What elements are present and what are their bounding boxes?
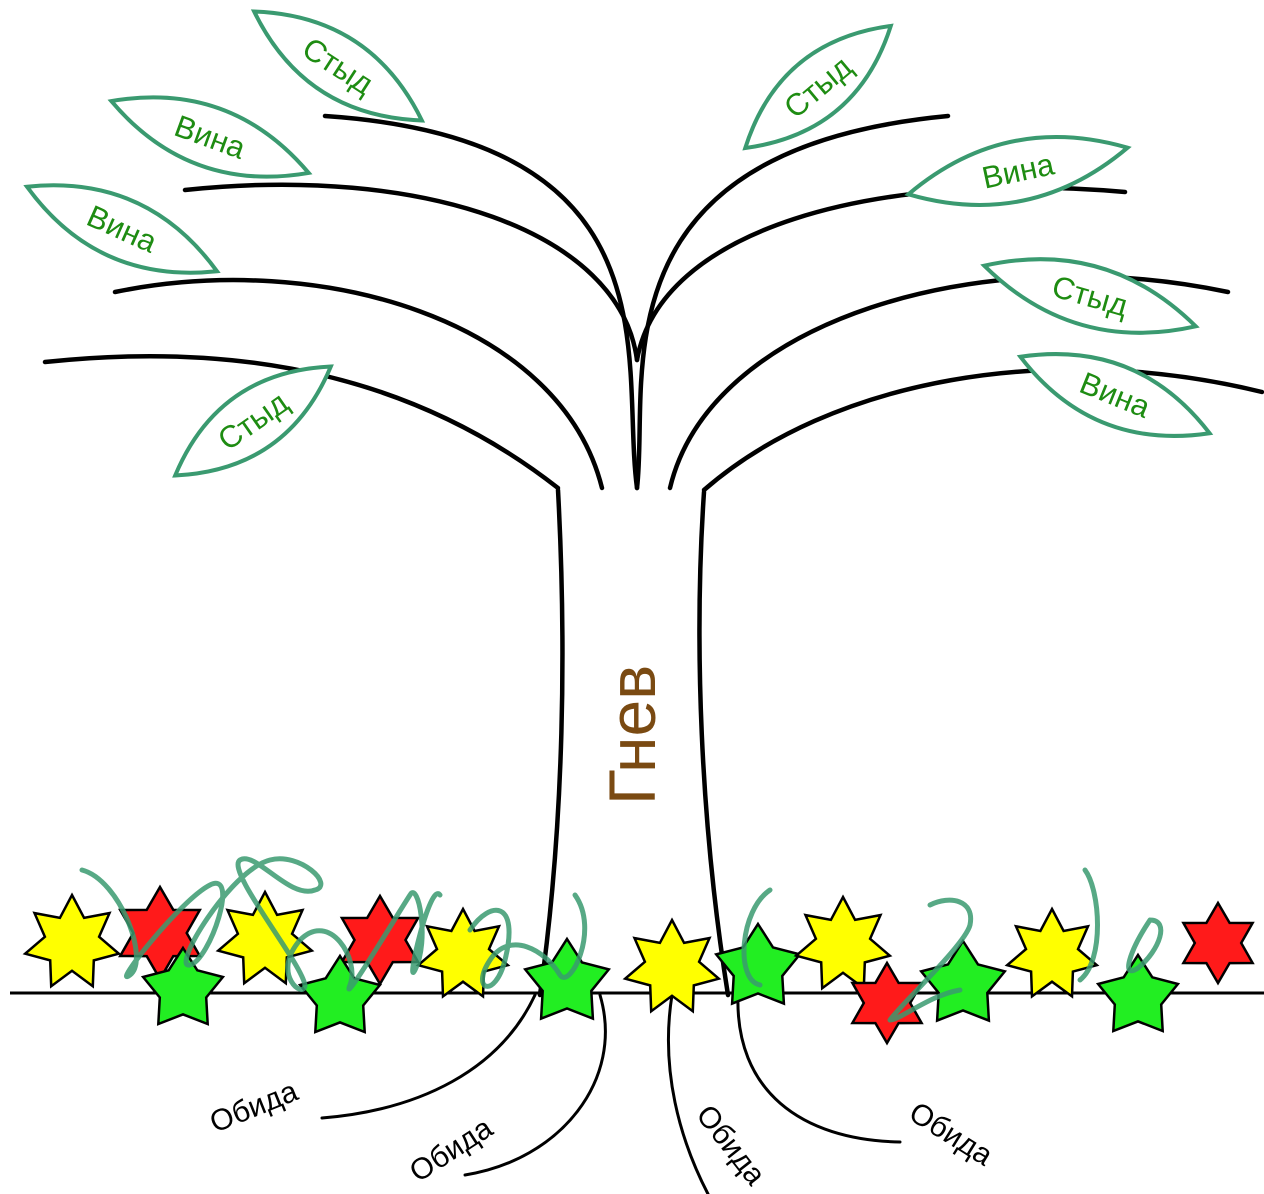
yellow-star <box>796 897 890 988</box>
leaf: Вина <box>101 73 319 201</box>
root-label: Обида <box>903 1096 998 1173</box>
leaf: Стыд <box>238 0 438 146</box>
stars <box>25 887 1252 1043</box>
trunk-left-outline <box>540 490 562 995</box>
green-star <box>300 956 380 1032</box>
root-label: Обида <box>404 1111 499 1189</box>
branch-left-3 <box>185 185 637 360</box>
leaf: Вина <box>902 118 1134 223</box>
green-star <box>921 941 1005 1021</box>
scribble-right-3 <box>1080 870 1161 980</box>
root-2 <box>465 995 605 1175</box>
leaf: Вина <box>1009 329 1221 461</box>
root-3 <box>668 995 708 1194</box>
leaf: Стыд <box>976 237 1204 355</box>
trunk-right-outline <box>699 492 728 995</box>
leaf: Стыд <box>726 3 910 171</box>
root-labels: Обида Обида Обида Обида <box>205 1075 998 1192</box>
root-label: Обида <box>205 1075 302 1140</box>
leaf: Вина <box>15 159 229 298</box>
branch-left-4 <box>325 116 637 488</box>
yellow-star <box>1007 909 1097 996</box>
root-label: Обида <box>689 1099 772 1192</box>
tree-branches <box>45 116 1262 995</box>
leaf: Стыд <box>158 342 348 500</box>
red-star <box>1183 903 1252 983</box>
yellow-star <box>25 895 119 986</box>
trunk-label: Гнев <box>595 665 669 805</box>
